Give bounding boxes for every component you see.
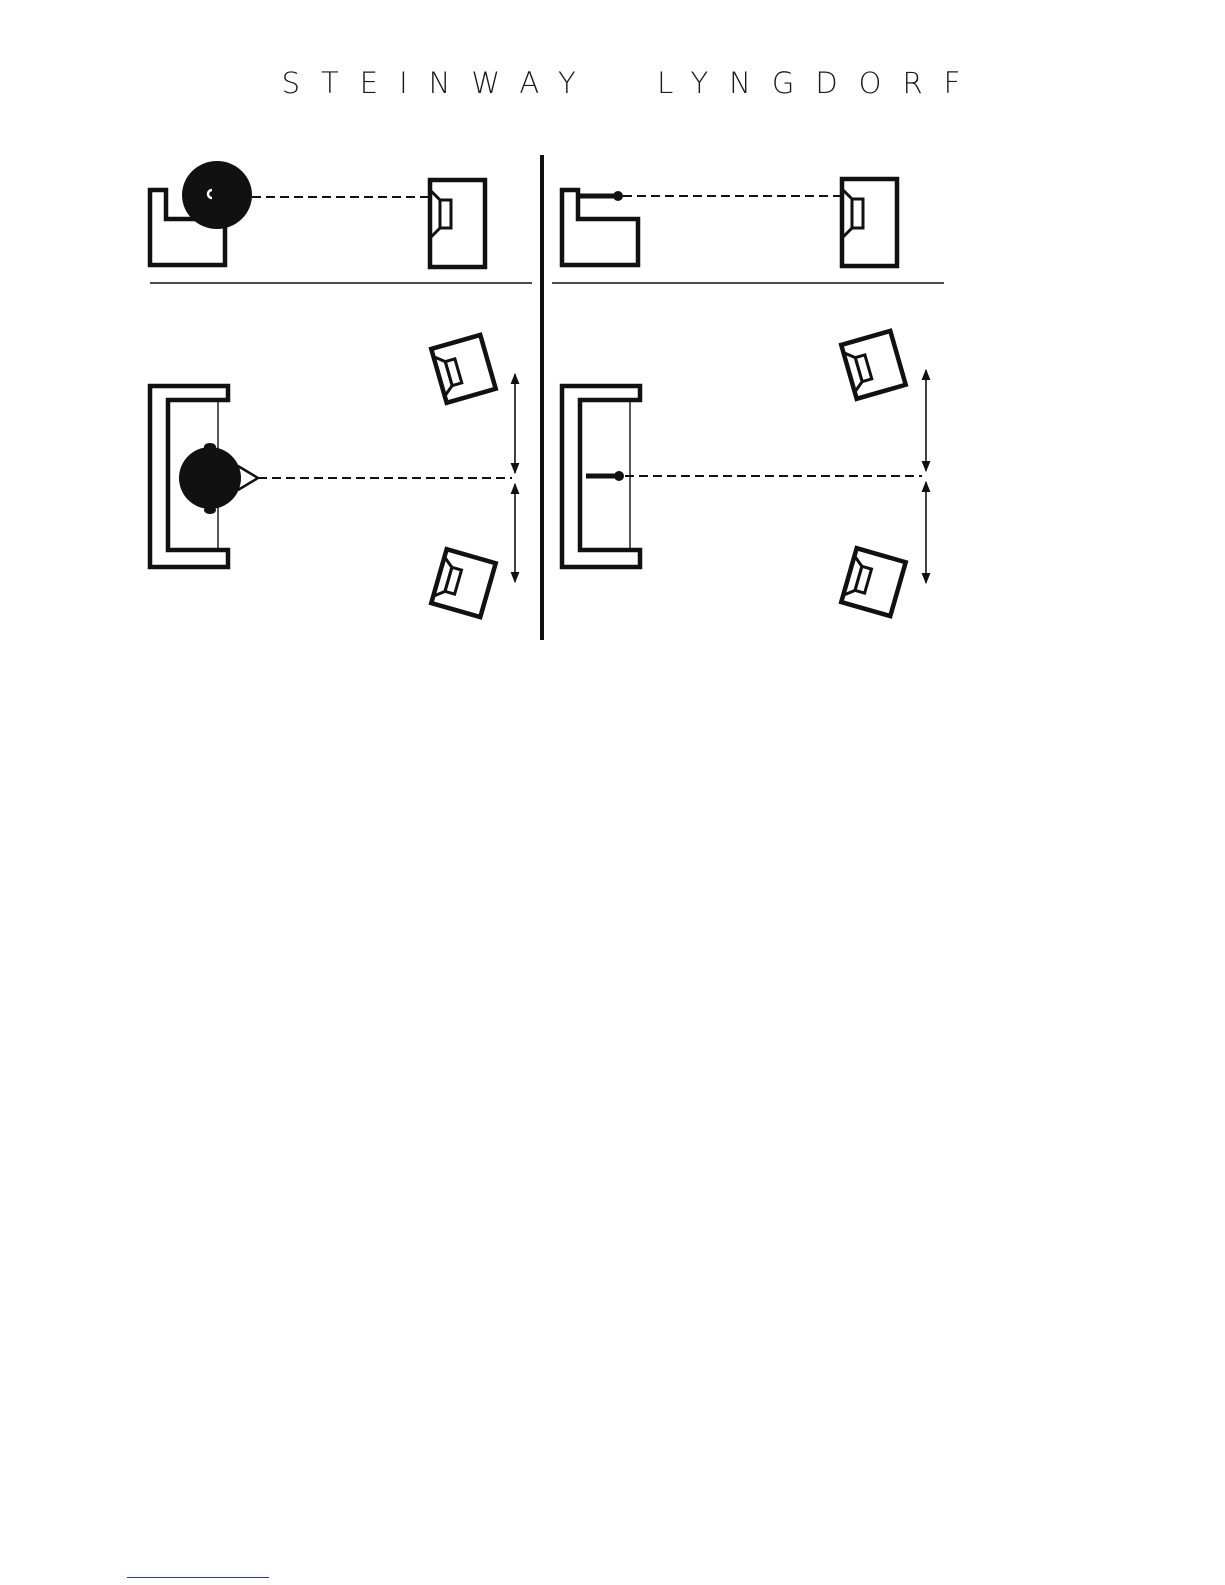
speaker-top-front [841,331,905,399]
speaker-side [430,180,485,267]
listener-head-top [179,443,258,514]
listener-head-side [182,161,252,229]
microphone-side [580,191,623,201]
chair-side [562,190,638,265]
speaker-top-rear [431,549,495,617]
footer-rule [127,1577,269,1578]
top-view-with-listener [150,335,515,617]
side-view-with-microphone [562,179,897,266]
side-view-with-listener [150,161,485,267]
speaker-side [842,179,897,266]
speaker-top-rear [841,548,905,616]
top-view-with-microphone [562,331,926,616]
microphone-top [586,471,624,481]
speaker-top-front [431,335,495,403]
